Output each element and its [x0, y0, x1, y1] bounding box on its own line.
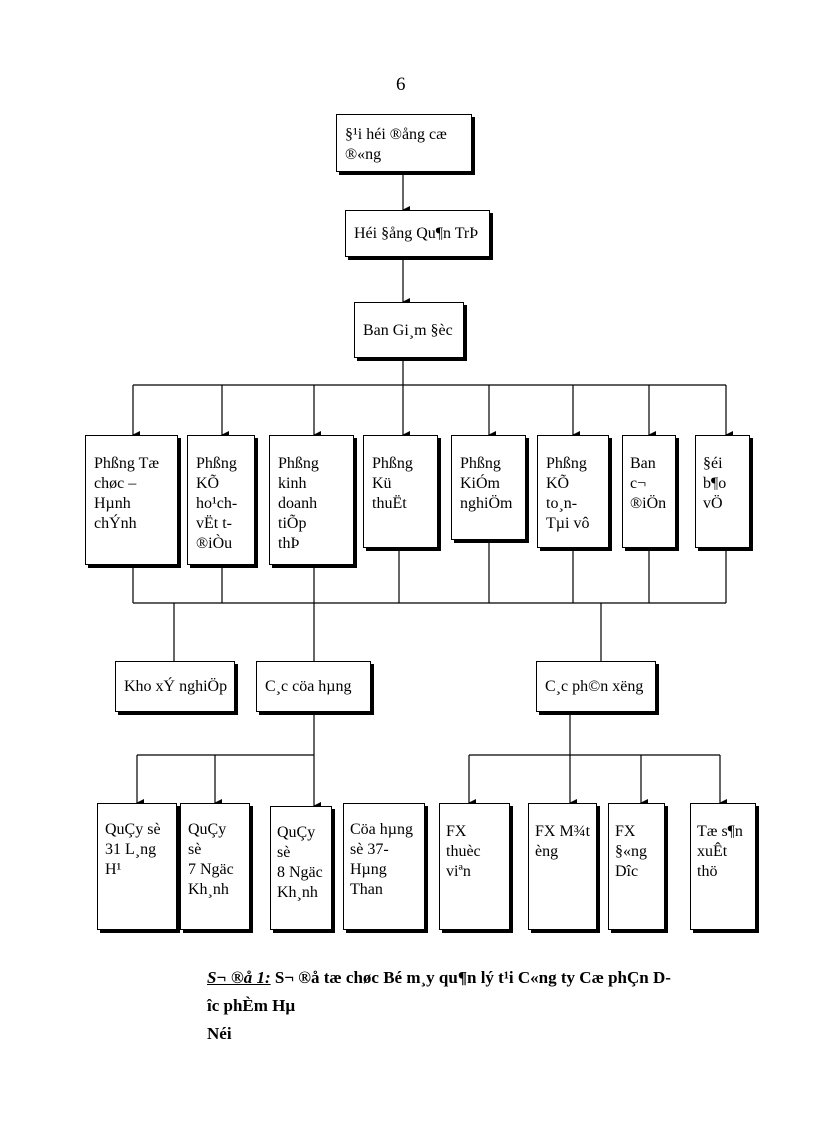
quay-so-7-box: QuÇy sè 7 Ngäc Kh¸nh — [180, 803, 250, 930]
phong-ke-toan-box: Phßng KÕ to¸n- Tµi vô — [537, 435, 609, 548]
cac-phan-xuong-label: C¸c ph©n x­ëng — [545, 678, 644, 695]
ban-co-dien-label: Ban c¬ ®iÖn — [630, 455, 667, 512]
ban-giam-doc-box: Ban Gi¸m §èc — [354, 302, 464, 358]
dai-hoi-dong-co-dong-box: §¹i héi ®ång cæ ®«ng — [336, 114, 472, 172]
cac-phan-xuong-box: C¸c ph©n x­ëng — [536, 661, 656, 712]
fx-dong-duoc-label: FX §«ng Dîc — [615, 823, 647, 880]
hoi-dong-quan-tri-label: Héi §ång Qu¶n TrÞ — [354, 225, 479, 242]
figure-caption-label: S¬ ®å 1: — [207, 968, 271, 987]
dai-hoi-dong-co-dong-label: §¹i héi ®ång cæ ®«ng — [345, 126, 447, 163]
doi-bao-ve-label: §éi b¶o vÖ — [703, 455, 727, 512]
quay-so-31-label: QuÇy sè 31 L¸ng H¹ — [105, 821, 161, 878]
fx-thuoc-vien-box: FX thuèc viªn — [439, 803, 510, 930]
cua-hang-so-37-box: Cöa hµng sè 37- Hµng Than — [343, 803, 425, 930]
doi-bao-ve-box: §éi b¶o vÖ — [695, 435, 750, 548]
ban-co-dien-box: Ban c¬ ®iÖn — [622, 435, 676, 548]
cac-cua-hang-box: C¸c cöa hµng — [256, 661, 371, 712]
phong-kiem-nghiem-label: Phßng KiÓm nghiÖm — [460, 455, 513, 512]
to-san-xuat-thu-label: Tæ s¶n xuÊt thö — [697, 823, 743, 880]
phong-ky-thuat-label: Phßng Kü thuËt — [372, 455, 413, 512]
fx-mat-ong-box: FX M¾t èng — [528, 803, 597, 930]
phong-kinh-doanh-label: Phßng kinh doanh tiÕp thÞ — [278, 455, 319, 552]
quay-so-7-label: QuÇy sè 7 Ngäc Kh¸nh — [188, 821, 234, 898]
phong-ke-hoach-label: Phßng KÕ ho¹ch- vËt t­ ®iÒu — [196, 455, 238, 552]
quay-so-31-box: QuÇy sè 31 L¸ng H¹ — [97, 803, 177, 930]
phong-kinh-doanh-box: Phßng kinh doanh tiÕp thÞ — [269, 435, 354, 565]
kho-xi-nghiep-box: Kho xÝ nghiÖp — [115, 661, 235, 712]
cua-hang-so-37-label: Cöa hµng sè 37- Hµng Than — [350, 821, 413, 898]
phong-to-chuc-hanh-chinh-label: Phßng Tæ chøc – Hµnh chÝnh — [94, 455, 160, 532]
page-number: 6 — [396, 74, 406, 95]
phong-ke-hoach-box: Phßng KÕ ho¹ch- vËt t­ ®iÒu — [187, 435, 255, 565]
phong-ke-toan-label: Phßng KÕ to¸n- Tµi vô — [546, 455, 590, 532]
kho-xi-nghiep-label: Kho xÝ nghiÖp — [124, 678, 228, 695]
phong-kiem-nghiem-box: Phßng KiÓm nghiÖm — [451, 435, 526, 540]
phong-to-chuc-hanh-chinh-box: Phßng Tæ chøc – Hµnh chÝnh — [85, 435, 178, 565]
quay-so-8-label: QuÇy sè 8 Ngäc Kh¸nh — [277, 824, 323, 901]
fx-dong-duoc-box: FX §«ng Dîc — [608, 803, 665, 930]
figure-caption-text: S¬ ®å tæ chøc Bé m¸y qu¶n lý t¹i C«ng ty… — [207, 968, 671, 1043]
to-san-xuat-thu-box: Tæ s¶n xuÊt thö — [690, 803, 756, 930]
cac-cua-hang-label: C¸c cöa hµng — [265, 678, 352, 695]
phong-ky-thuat-box: Phßng Kü thuËt — [363, 435, 438, 548]
ban-giam-doc-label: Ban Gi¸m §èc — [363, 322, 453, 339]
fx-mat-ong-label: FX M¾t èng — [535, 823, 591, 860]
hoi-dong-quan-tri-box: Héi §ång Qu¶n TrÞ — [345, 210, 490, 257]
fx-thuoc-vien-label: FX thuèc viªn — [446, 823, 481, 880]
figure-caption: S¬ ®å 1: S¬ ®å tæ chøc Bé m¸y qu¶n lý t¹… — [207, 964, 677, 1043]
quay-so-8-box: QuÇy sè 8 Ngäc Kh¸nh — [270, 806, 332, 930]
